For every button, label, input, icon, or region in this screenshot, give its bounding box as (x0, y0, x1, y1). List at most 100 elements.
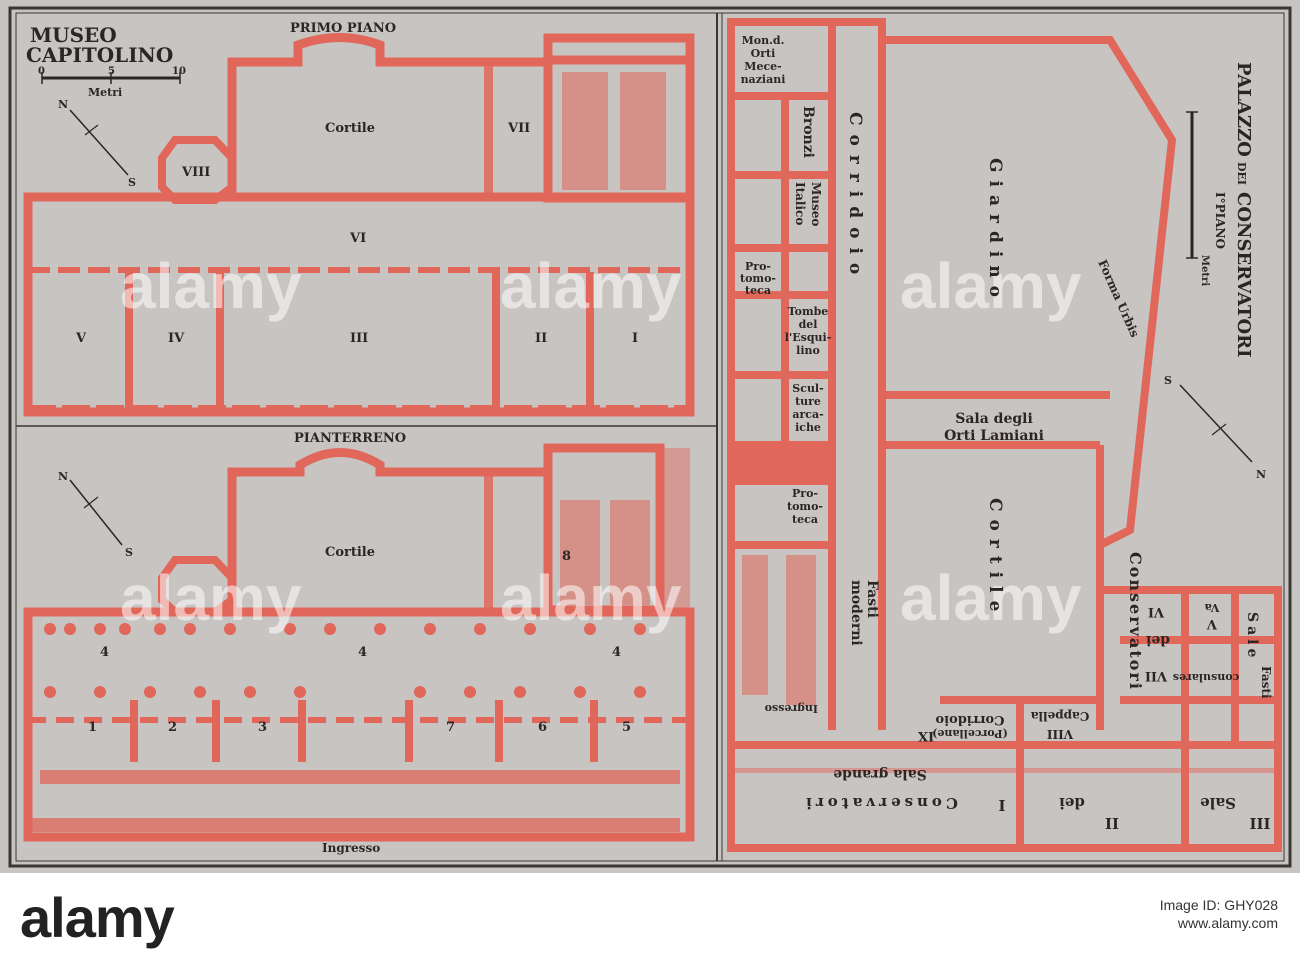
room-4c-ground: 4 (612, 645, 621, 660)
room-viii: VIII (1047, 727, 1075, 741)
compass-n-label: N (58, 98, 68, 111)
room-sala-grande: Sala grande (833, 766, 927, 782)
scale-tick-5: 5 (108, 66, 115, 77)
scale-unit: Metri (88, 86, 122, 99)
room-8-ground: 8 (562, 549, 571, 564)
watermark-4: alamy (500, 562, 682, 634)
museo-scale-bar: 0 5 10 Metri (38, 66, 186, 99)
room-cappella: Cappella (1030, 709, 1089, 723)
label-consulares: consulares (1173, 671, 1240, 684)
room-sculture-l4: iche (795, 421, 821, 434)
room-cortile-ground: Cortile (325, 545, 375, 560)
room-fasti-moderni-l2: moderni (848, 580, 864, 646)
image-id: Image ID: GHY028 (1159, 897, 1278, 913)
room-tombe-l2: del (799, 318, 818, 331)
compass-n-label-2: N (58, 470, 68, 483)
room-sculture-l2: ture (795, 395, 821, 408)
room-protomoteca1-l3: teca (745, 284, 771, 297)
conservatori-scale-unit: Metri (1199, 255, 1210, 286)
watermark-3: alamy (500, 250, 682, 322)
room-7-ground: 7 (446, 720, 455, 735)
compass-n-conservatori: N (1256, 468, 1266, 481)
room-corridoio: Corridoio (845, 112, 865, 283)
primo-piano-heading: PRIMO PIANO (290, 21, 396, 36)
entrance-label-ground: Ingresso (322, 841, 380, 855)
room-cortile-primo: Cortile (325, 121, 375, 136)
pianterreno-columns (30, 448, 690, 832)
room-vii-primo: VII (507, 121, 530, 136)
label-dei-row: dei (1059, 794, 1085, 812)
site-url[interactable]: www.alamy.com (1177, 915, 1278, 931)
room-ii: II (1105, 814, 1119, 832)
room-corridoio-porcellane-l2: (Porcellane) (932, 727, 1008, 740)
room-tombe-l3: l'Esqui- (785, 331, 832, 344)
room-tombe-l1: Tombe (788, 305, 829, 318)
room-protomoteca2-l1: Pro- (792, 487, 818, 500)
watermark-6: alamy (900, 562, 1082, 634)
compass-primo: N S (58, 98, 136, 189)
palazzo-title-dei: DEI (1235, 162, 1248, 185)
room-ii-primo: II (535, 331, 547, 346)
room-vi-primo: VI (349, 231, 366, 246)
museo-title-line1: MUSEO (30, 23, 117, 47)
room-museo-l2: Italico (793, 182, 807, 225)
mon-orti-l1: Mon.d. (742, 34, 785, 47)
pianterreno-heading: PIANTERRENO (294, 431, 406, 446)
watermark-1: alamy (120, 250, 302, 322)
label-sale-col: Sale (1244, 612, 1260, 661)
primo-piano-plan (23, 33, 695, 417)
room-bronzi: Bronzi (800, 106, 816, 158)
room-i-primo: I (632, 331, 638, 346)
watermark-5: alamy (900, 250, 1082, 322)
mon-orti-l4: naziani (741, 73, 786, 86)
mon-orti-l2: Orti (751, 47, 776, 60)
room-iv-primo: IV (168, 331, 185, 346)
room-6-ground: 6 (538, 720, 547, 735)
room-museo-l1: Museo (809, 182, 823, 226)
primo-piano-partitions (125, 62, 666, 408)
room-sala-orti-l1: Sala degli (955, 411, 1033, 427)
room-4b-ground: 4 (358, 645, 367, 660)
conservatori-solid-blocks (731, 445, 1278, 773)
floor-plan-map: alamy alamy alamy alamy alamy alamy MUSE… (0, 0, 1300, 873)
compass-s-label: S (128, 176, 136, 189)
compass-conservatori: S N (1164, 374, 1266, 481)
room-protomoteca1-l1: Pro- (745, 260, 771, 273)
room-tombe-l4: lino (796, 344, 820, 357)
room-cortile-conservatori: Cortile (985, 498, 1005, 619)
palazzo-title: PALAZZO (1233, 62, 1254, 157)
footer-strip (0, 873, 1300, 959)
alamy-logo[interactable]: alamy (20, 886, 175, 949)
room-giardino: Giardino (985, 158, 1005, 305)
room-sculture-l3: arca- (792, 408, 823, 421)
room-mon-orti: Mon.d. Orti Mece- naziani (741, 34, 786, 86)
label-conservatori-row: Conservatori (802, 794, 958, 812)
label-fasti-col: Fasti (1259, 666, 1273, 699)
room-va: Va (1205, 601, 1221, 614)
room-protomoteca2-l2: tomo- (787, 500, 823, 513)
room-iii-primo: III (350, 331, 368, 346)
room-ix: IX (917, 728, 934, 743)
room-sculture-l1: Scul- (792, 382, 823, 395)
room-corridoio-porcellane-l1: Corridoio (935, 712, 1004, 727)
room-viii-primo: VIII (181, 165, 210, 180)
room-i: I (998, 796, 1005, 814)
room-ingresso-conservatori: Ingresso (765, 702, 818, 715)
image-meta: Image ID: GHY028 www.alamy.com (1160, 896, 1278, 932)
room-protomoteca1-l2: tomo- (740, 272, 776, 285)
room-2-ground: 2 (168, 720, 177, 735)
label-sale-row: Sale (1200, 794, 1236, 812)
room-iii: III (1249, 814, 1270, 832)
compass-s-label-2: S (125, 546, 133, 559)
watermark-2: alamy (120, 562, 302, 634)
palazzo-title-conservatori: CONSERVATORI (1233, 192, 1254, 358)
room-v-primo: V (75, 331, 87, 346)
palazzo-subtitle: I°PIANO (1213, 192, 1227, 249)
outer-frame (8, 6, 1292, 868)
museo-title-line2: CAPITOLINO (26, 43, 173, 67)
inner-frame (15, 12, 1285, 862)
label-conservatori-col: Conservatori (1126, 552, 1145, 691)
label-dei-col: dei (1146, 632, 1170, 648)
mon-orti-l3: Mece- (744, 60, 781, 73)
room-5-ground: 5 (622, 720, 631, 735)
